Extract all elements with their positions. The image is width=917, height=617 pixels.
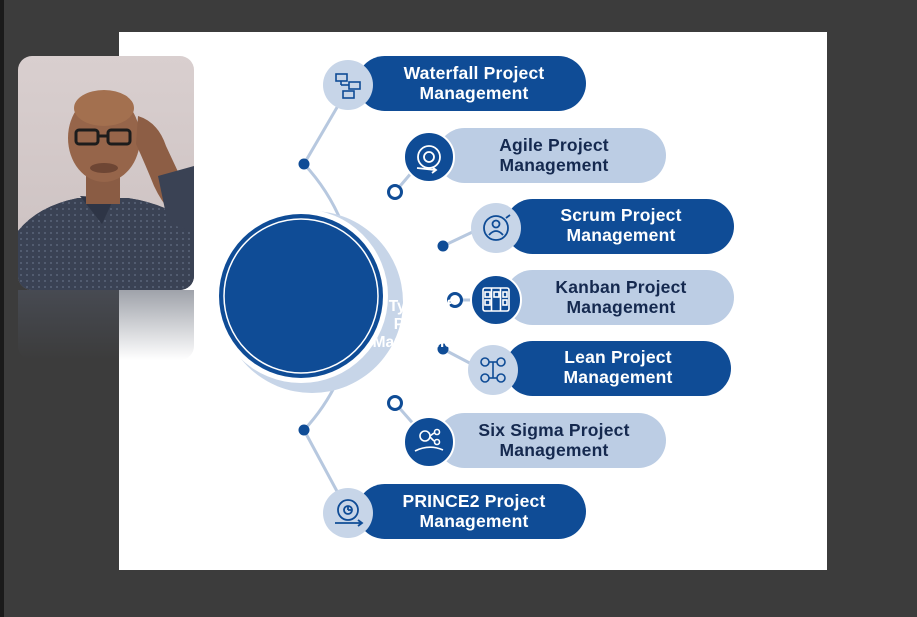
node-1 — [298, 158, 310, 170]
node-4 — [447, 292, 463, 308]
presenter-image — [18, 90, 194, 290]
presenter-reflection — [18, 290, 194, 360]
center-line-2: Project — [393, 316, 447, 333]
node-2 — [387, 184, 403, 200]
pill-3 — [505, 199, 734, 254]
node-5 — [437, 343, 449, 355]
node-7 — [298, 424, 310, 436]
window-edge — [0, 0, 4, 617]
agile-cycle-icon — [416, 145, 441, 174]
six-sigma-hand-icon — [414, 428, 444, 452]
presentation-slide: Types of Project Management Waterfall Pr… — [119, 32, 827, 570]
pill-5 — [505, 341, 731, 396]
node-6 — [387, 395, 403, 411]
pill-1 — [357, 56, 586, 111]
flowchart-glyph — [335, 73, 361, 99]
node-3 — [437, 240, 449, 252]
prince2-glyph — [335, 499, 364, 527]
kanban-board-icon — [482, 287, 510, 312]
scrum-glyph — [483, 214, 511, 241]
center-node — [214, 209, 403, 393]
types-of-pm-diagram — [214, 56, 734, 539]
center-title: Types of Project Management — [335, 298, 505, 352]
center-line-3: Management — [372, 334, 468, 351]
prince2-gear-clock-icon — [323, 488, 373, 538]
pill-6 — [437, 413, 666, 468]
pill-2 — [437, 128, 666, 183]
center-line-1: Types of — [388, 298, 452, 315]
lean-glyph — [480, 357, 506, 383]
pill-4 — [505, 270, 734, 325]
pill-7 — [357, 484, 586, 539]
presenter-webcam-photo — [18, 56, 194, 290]
